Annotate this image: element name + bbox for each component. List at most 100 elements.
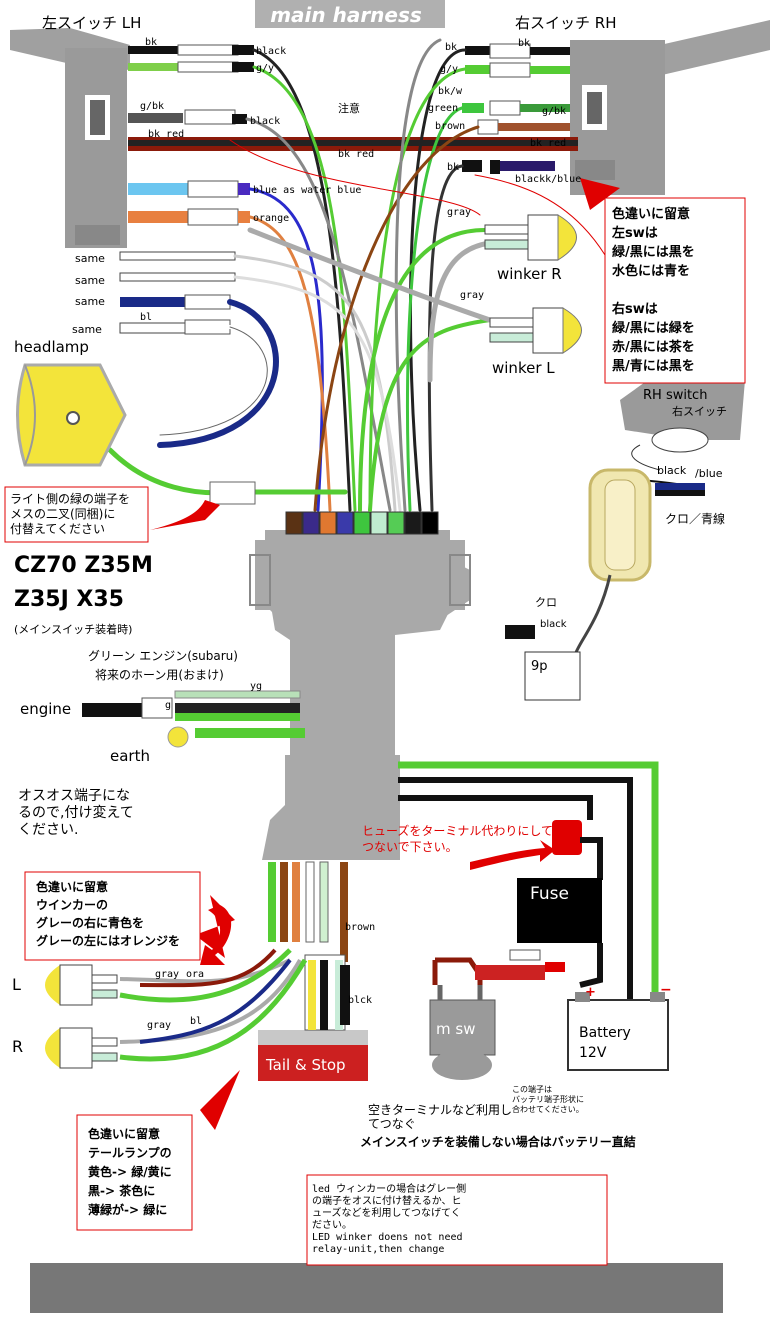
wire-label: yg bbox=[250, 681, 262, 692]
minus-label: − bbox=[660, 982, 672, 998]
note-line: 色違いに留意 bbox=[612, 206, 690, 222]
wire-label: bk red bbox=[148, 129, 184, 140]
note-line: るので,付け変えて bbox=[18, 804, 134, 821]
rh-switch-label: RH switch bbox=[643, 388, 707, 403]
note-line: 水色には青を bbox=[612, 263, 690, 279]
earth-label: earth bbox=[110, 747, 150, 765]
note-line: ヒューズをターミナル代わりにして bbox=[362, 823, 553, 838]
left-switch-label: 左スイッチ LH bbox=[42, 14, 141, 32]
bottom-band bbox=[30, 1263, 723, 1313]
main-harness-body bbox=[249, 0, 471, 1045]
wire-label: brown bbox=[345, 922, 375, 933]
wire-label: orange bbox=[253, 213, 289, 224]
wire-label: blck bbox=[348, 995, 372, 1006]
note-line: 緑/黒には緑を bbox=[612, 320, 695, 336]
rear-l-label: L bbox=[12, 975, 21, 994]
note-line: オスオス端子にな bbox=[18, 788, 130, 804]
wire-label: gray bbox=[460, 290, 484, 301]
wire-label: same bbox=[72, 323, 102, 336]
wire-label: g/bk bbox=[140, 101, 164, 112]
title-bar bbox=[258, 5, 441, 27]
wire-label: bl bbox=[140, 312, 152, 323]
note-line: テールランプの bbox=[88, 1145, 172, 1160]
fuse-label: Fuse bbox=[530, 884, 569, 904]
rh-note: 色違いに留意左swは緑/黒には黒を水色には青を右swは緑/黒には緑を赤/黒には茶… bbox=[611, 206, 695, 374]
note-line: ウインカーの bbox=[36, 898, 108, 912]
note-line: メスの二叉(同梱)に bbox=[10, 507, 115, 521]
wire-label: gray bbox=[155, 969, 179, 980]
wire-label: green bbox=[428, 103, 458, 114]
note-line: 赤/黒には茶を bbox=[612, 339, 695, 355]
wire-label: g bbox=[165, 700, 171, 711]
wire-label: black bbox=[540, 619, 567, 630]
note-line: グレーの左にはオレンジを bbox=[36, 933, 180, 948]
right-switch-wires bbox=[462, 43, 570, 174]
connector-terminal bbox=[353, 511, 371, 535]
wire-label: black bbox=[657, 464, 687, 477]
wire-label: same bbox=[75, 252, 105, 265]
caution-label: 注意 bbox=[338, 101, 360, 115]
note-line: 黒/青には黒を bbox=[612, 358, 695, 374]
wire-label: bk bbox=[447, 162, 459, 173]
winker-l bbox=[489, 307, 582, 354]
main-connector bbox=[285, 511, 439, 535]
right-switch bbox=[570, 20, 770, 195]
rh-switch-jp: 右スイッチ bbox=[672, 404, 727, 418]
connector-terminal bbox=[319, 511, 337, 535]
kuro-blue-label: クロ／青線 bbox=[665, 511, 725, 526]
wire-label: bl bbox=[190, 1016, 202, 1027]
wire-label: bk red bbox=[530, 138, 566, 149]
tail-stop-label: Tail & Stop bbox=[265, 1056, 346, 1074]
note-line: 右swは bbox=[611, 301, 658, 317]
note-line: ューズなどを利用してつなげてく bbox=[312, 1206, 461, 1219]
note-line: 緑/黒には黒を bbox=[612, 244, 695, 260]
wire-label: gray bbox=[447, 207, 471, 218]
battery-section bbox=[398, 761, 669, 1080]
wire-label: bk bbox=[445, 42, 457, 53]
wire-label: blue as water blue bbox=[253, 185, 361, 196]
connector-terminal bbox=[370, 511, 388, 535]
bullet-connector bbox=[505, 468, 706, 701]
note-line: グレーの右に青色を bbox=[36, 915, 144, 930]
left-switch-wires bbox=[119, 44, 578, 335]
wire-label: bk bbox=[518, 38, 530, 49]
led-note: led ウィンカーの場合はグレー側の端子をオスに付け替えるか、ヒューズなどを利用… bbox=[312, 1182, 466, 1255]
tail-wires bbox=[258, 861, 368, 1081]
winker-r bbox=[484, 214, 577, 261]
model-line1: CZ70 Z35M bbox=[14, 553, 153, 578]
note-line: 色違いに留意 bbox=[36, 879, 108, 894]
rh-switch-sketch bbox=[620, 375, 745, 471]
note-line: ください. bbox=[18, 822, 78, 838]
winker-r-label: winker R bbox=[497, 265, 562, 283]
engine-wires bbox=[82, 690, 305, 748]
headlamp bbox=[16, 363, 256, 505]
connector-terminal bbox=[404, 511, 422, 535]
note-line: 空きターミナルなど利用し bbox=[368, 1103, 512, 1117]
note-line: relay-unit,then change bbox=[312, 1244, 444, 1255]
wire-label: same bbox=[75, 274, 105, 287]
wire-label: ora bbox=[186, 969, 204, 980]
red-arrows bbox=[150, 178, 620, 1130]
note-line: 付替えてください bbox=[10, 522, 105, 536]
note-line: てつなぐ bbox=[368, 1117, 416, 1131]
plus-label: + bbox=[585, 985, 596, 1000]
connector-terminal bbox=[336, 511, 354, 535]
harness-wires bbox=[107, 38, 651, 512]
green-engine-label: グリーン エンジン(subaru) bbox=[88, 649, 238, 663]
winker-l-label: winker L bbox=[492, 359, 555, 377]
model-sub: (メインスイッチ装着時) bbox=[14, 622, 132, 636]
model-line2: Z35J X35 bbox=[14, 587, 124, 612]
light-note-box bbox=[4, 486, 149, 543]
rear-r-label: R bbox=[12, 1037, 23, 1056]
wire-label: black bbox=[250, 116, 280, 127]
wire-label: g/y bbox=[440, 64, 458, 75]
wire-label: クロ bbox=[535, 596, 557, 609]
diagram-title: main harness bbox=[270, 3, 422, 27]
wire-label: blackk/blue bbox=[515, 174, 581, 185]
wire-label: bk/w bbox=[438, 86, 463, 97]
